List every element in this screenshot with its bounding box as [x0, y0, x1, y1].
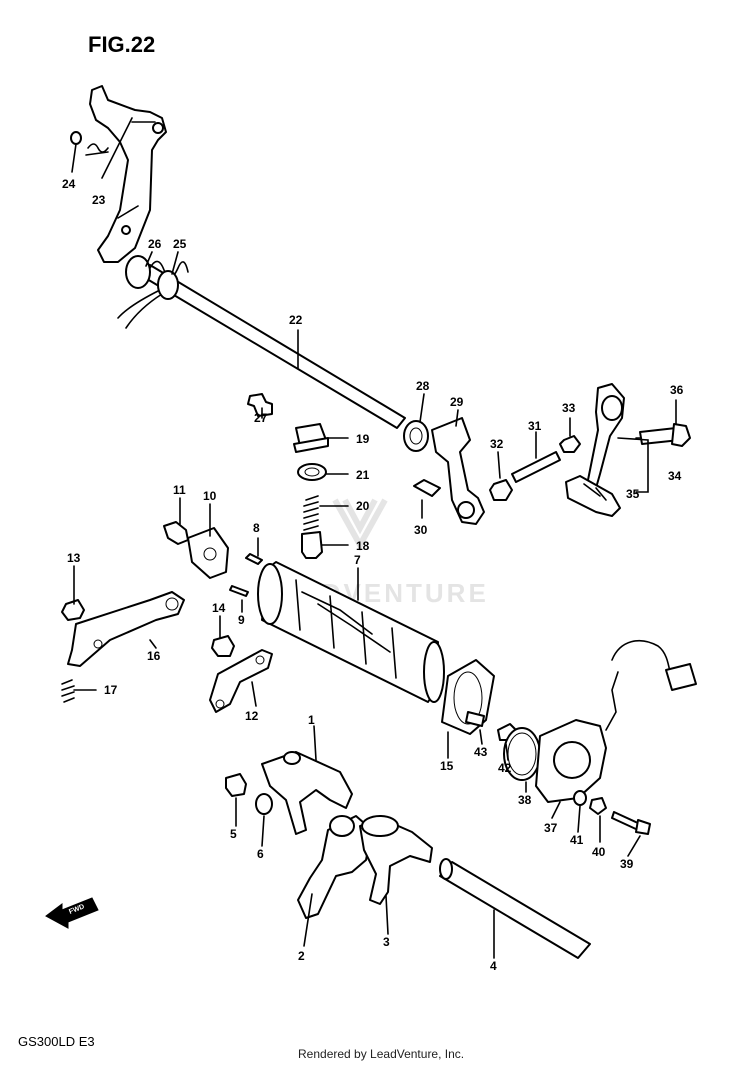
circlip — [70, 131, 82, 145]
gearshift-lever — [431, 417, 485, 525]
pin-8 — [245, 553, 263, 565]
part-label-24: 24 — [62, 177, 76, 191]
part-label-32: 32 — [490, 437, 504, 451]
oil-seal — [403, 420, 429, 452]
connector — [665, 663, 697, 691]
part-label-39: 39 — [620, 857, 634, 871]
part-label-22: 22 — [289, 313, 303, 327]
bolt-14 — [211, 635, 235, 657]
pedal-rubber — [565, 475, 621, 517]
shift-linkage-assembly — [403, 383, 691, 525]
gasket-washer — [297, 463, 327, 481]
render-credit: Rendered by LeadVenture, Inc. — [298, 1047, 464, 1061]
part-label-1: 1 — [308, 713, 315, 727]
part-label-3: 3 — [383, 935, 390, 949]
leader-lines — [71, 117, 677, 959]
nut-40 — [589, 797, 607, 815]
part-label-40: 40 — [592, 845, 606, 859]
part-label-8: 8 — [253, 521, 260, 535]
cam-driven-gear — [187, 527, 229, 579]
part-label-33: 33 — [562, 401, 576, 415]
part-label-34: 34 — [668, 469, 682, 483]
part-label-43: 43 — [474, 745, 488, 759]
part-label-2: 2 — [298, 949, 305, 963]
cam-stopper — [67, 591, 185, 667]
part-label-19: 19 — [356, 432, 370, 446]
part-label-37: 37 — [544, 821, 558, 835]
pin-43 — [465, 711, 485, 727]
part-label-18: 18 — [356, 539, 370, 553]
shift-fork-group — [225, 751, 591, 959]
bolt-27 — [247, 393, 273, 417]
part-label-38: 38 — [518, 793, 532, 807]
shift-fork-1 — [261, 751, 353, 835]
shift-fork-3 — [359, 817, 433, 905]
return-spring — [117, 260, 189, 329]
lock-nut — [489, 479, 513, 501]
part-label-9: 9 — [238, 613, 245, 627]
fork-bolt — [225, 773, 247, 797]
part-label-21: 21 — [356, 468, 370, 482]
part-label-42: 42 — [498, 761, 512, 775]
bolt-11 — [163, 521, 189, 545]
part-label-10: 10 — [203, 489, 217, 503]
figure-title: FIG.22 — [88, 32, 155, 57]
part-label-28: 28 — [416, 379, 430, 393]
shift-arm — [89, 85, 167, 263]
part-label-27: 27 — [254, 411, 268, 425]
stopper-spring — [303, 495, 319, 531]
part-label-25: 25 — [173, 237, 187, 251]
part-label-4: 4 — [490, 959, 497, 973]
gear-shift-cam — [257, 561, 445, 703]
gear-shift-plunger — [301, 531, 323, 559]
lever-bolt — [413, 479, 441, 497]
cam-stopper-parts — [247, 393, 329, 559]
rod-nut — [559, 435, 581, 453]
fwd-marker: FWD — [45, 897, 99, 929]
gearshift-shaft — [141, 264, 406, 429]
part-label-17: 17 — [104, 683, 118, 697]
part-label-31: 31 — [528, 419, 542, 433]
gearshift-rod — [511, 451, 561, 483]
part-label-36: 36 — [670, 383, 684, 397]
bolt-13 — [61, 599, 85, 621]
shaft-collar — [125, 255, 151, 289]
part-label-35: 35 — [626, 487, 640, 501]
part-label-26: 26 — [148, 237, 162, 251]
shift-cam-group — [61, 521, 495, 735]
model-code: GS300LD E3 — [18, 1034, 95, 1049]
part-label-16: 16 — [147, 649, 161, 663]
pin-9 — [229, 585, 249, 597]
fork-shaft — [439, 861, 591, 959]
cam-guide-plate — [209, 649, 273, 713]
part-label-23: 23 — [92, 193, 106, 207]
stopper-spring-17 — [61, 679, 75, 703]
part-label-14: 14 — [212, 601, 226, 615]
neutral-switch-group — [497, 639, 697, 835]
washer-41 — [573, 790, 587, 806]
part-label-6: 6 — [257, 847, 264, 861]
part-label-15: 15 — [440, 759, 454, 773]
part-labels: 1 2 3 4 5 6 7 8 9 10 11 12 13 14 15 16 1… — [62, 177, 684, 973]
part-label-5: 5 — [230, 827, 237, 841]
part-label-30: 30 — [414, 523, 428, 537]
part-label-20: 20 — [356, 499, 370, 513]
part-label-7: 7 — [354, 553, 361, 567]
arm-spring — [85, 143, 109, 156]
part-label-12: 12 — [245, 709, 259, 723]
switch-wire — [605, 671, 619, 731]
part-label-11: 11 — [173, 483, 186, 497]
part-label-13: 13 — [67, 551, 81, 565]
part-label-41: 41 — [570, 833, 584, 847]
fork-washer — [255, 793, 273, 815]
part-label-29: 29 — [450, 395, 464, 409]
gearshift-shaft-assembly — [70, 85, 406, 429]
